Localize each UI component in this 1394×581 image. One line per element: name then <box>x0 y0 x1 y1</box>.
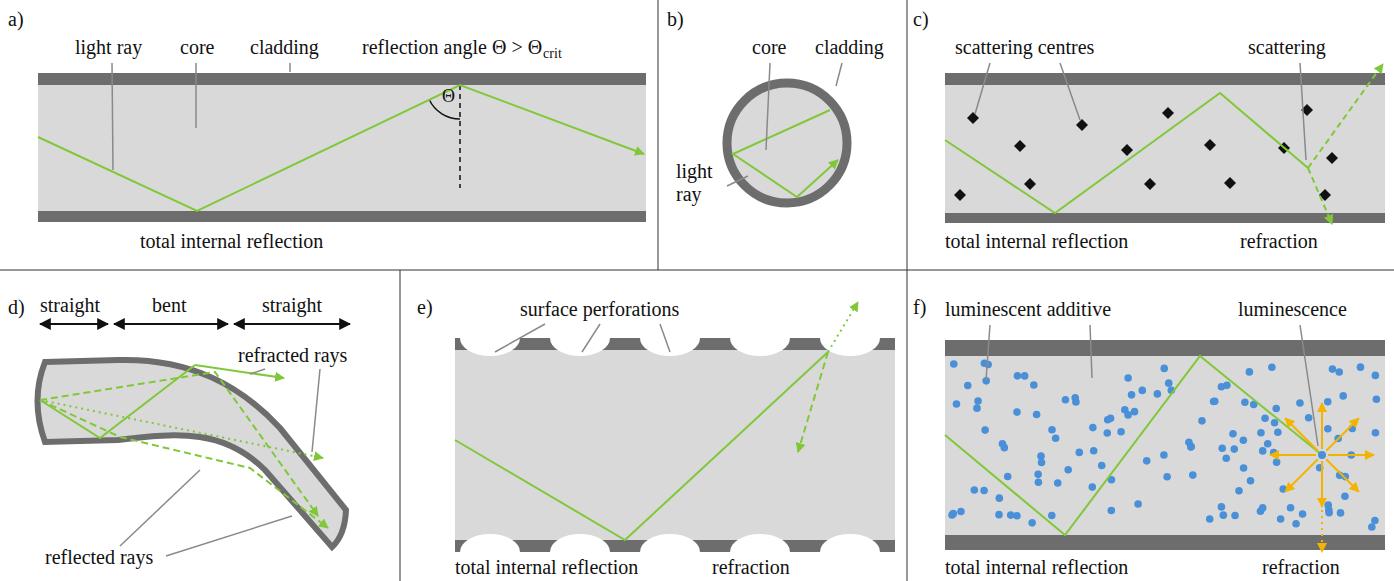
caption-label: refraction <box>1240 230 1318 253</box>
panel-letter: e) <box>417 296 433 319</box>
fibre-d <box>38 324 351 547</box>
section-label: straight <box>262 294 322 317</box>
part-label: cladding <box>815 36 884 59</box>
part-label: cladding <box>250 36 319 59</box>
fibre-a <box>38 73 646 222</box>
caption-label: total internal reflection <box>140 230 323 253</box>
part-label: core <box>752 36 786 59</box>
fibre-f <box>945 340 1385 552</box>
section-label: bent <box>152 294 186 317</box>
part-label: light ray <box>75 36 142 59</box>
caption-label: refraction <box>1262 556 1340 579</box>
caption-label: total internal reflection <box>945 556 1128 579</box>
caption-label: total internal reflection <box>945 230 1128 253</box>
part-label: scattering centres <box>955 36 1094 59</box>
panel-letter: d) <box>8 296 25 319</box>
angle-subscript: crit <box>543 46 562 62</box>
section-label: straight <box>40 294 100 317</box>
part-label: reflected rays <box>45 546 153 569</box>
leader-line <box>112 63 1318 556</box>
part-label: refracted rays <box>238 344 347 367</box>
panel-letter: c) <box>913 8 929 31</box>
angle-label: reflection angle Θ > Θ <box>362 36 542 59</box>
caption-label: refraction <box>712 556 790 579</box>
part-label: luminescent additive <box>945 298 1111 321</box>
fibre-e <box>455 302 895 570</box>
panel-letter: f) <box>913 296 926 319</box>
part-label: light ray <box>676 160 724 206</box>
caption-label: total internal reflection <box>455 556 638 579</box>
fibre-c <box>945 64 1385 224</box>
panel-letter: b) <box>667 8 684 31</box>
part-label: luminescence <box>1238 298 1347 321</box>
part-label: core <box>180 36 214 59</box>
fibre-b <box>727 83 847 203</box>
panel-letter: a) <box>8 8 24 31</box>
part-label: scattering <box>1248 36 1326 59</box>
part-label: surface perforations <box>520 298 679 321</box>
angle-symbol: Θ <box>442 86 455 107</box>
